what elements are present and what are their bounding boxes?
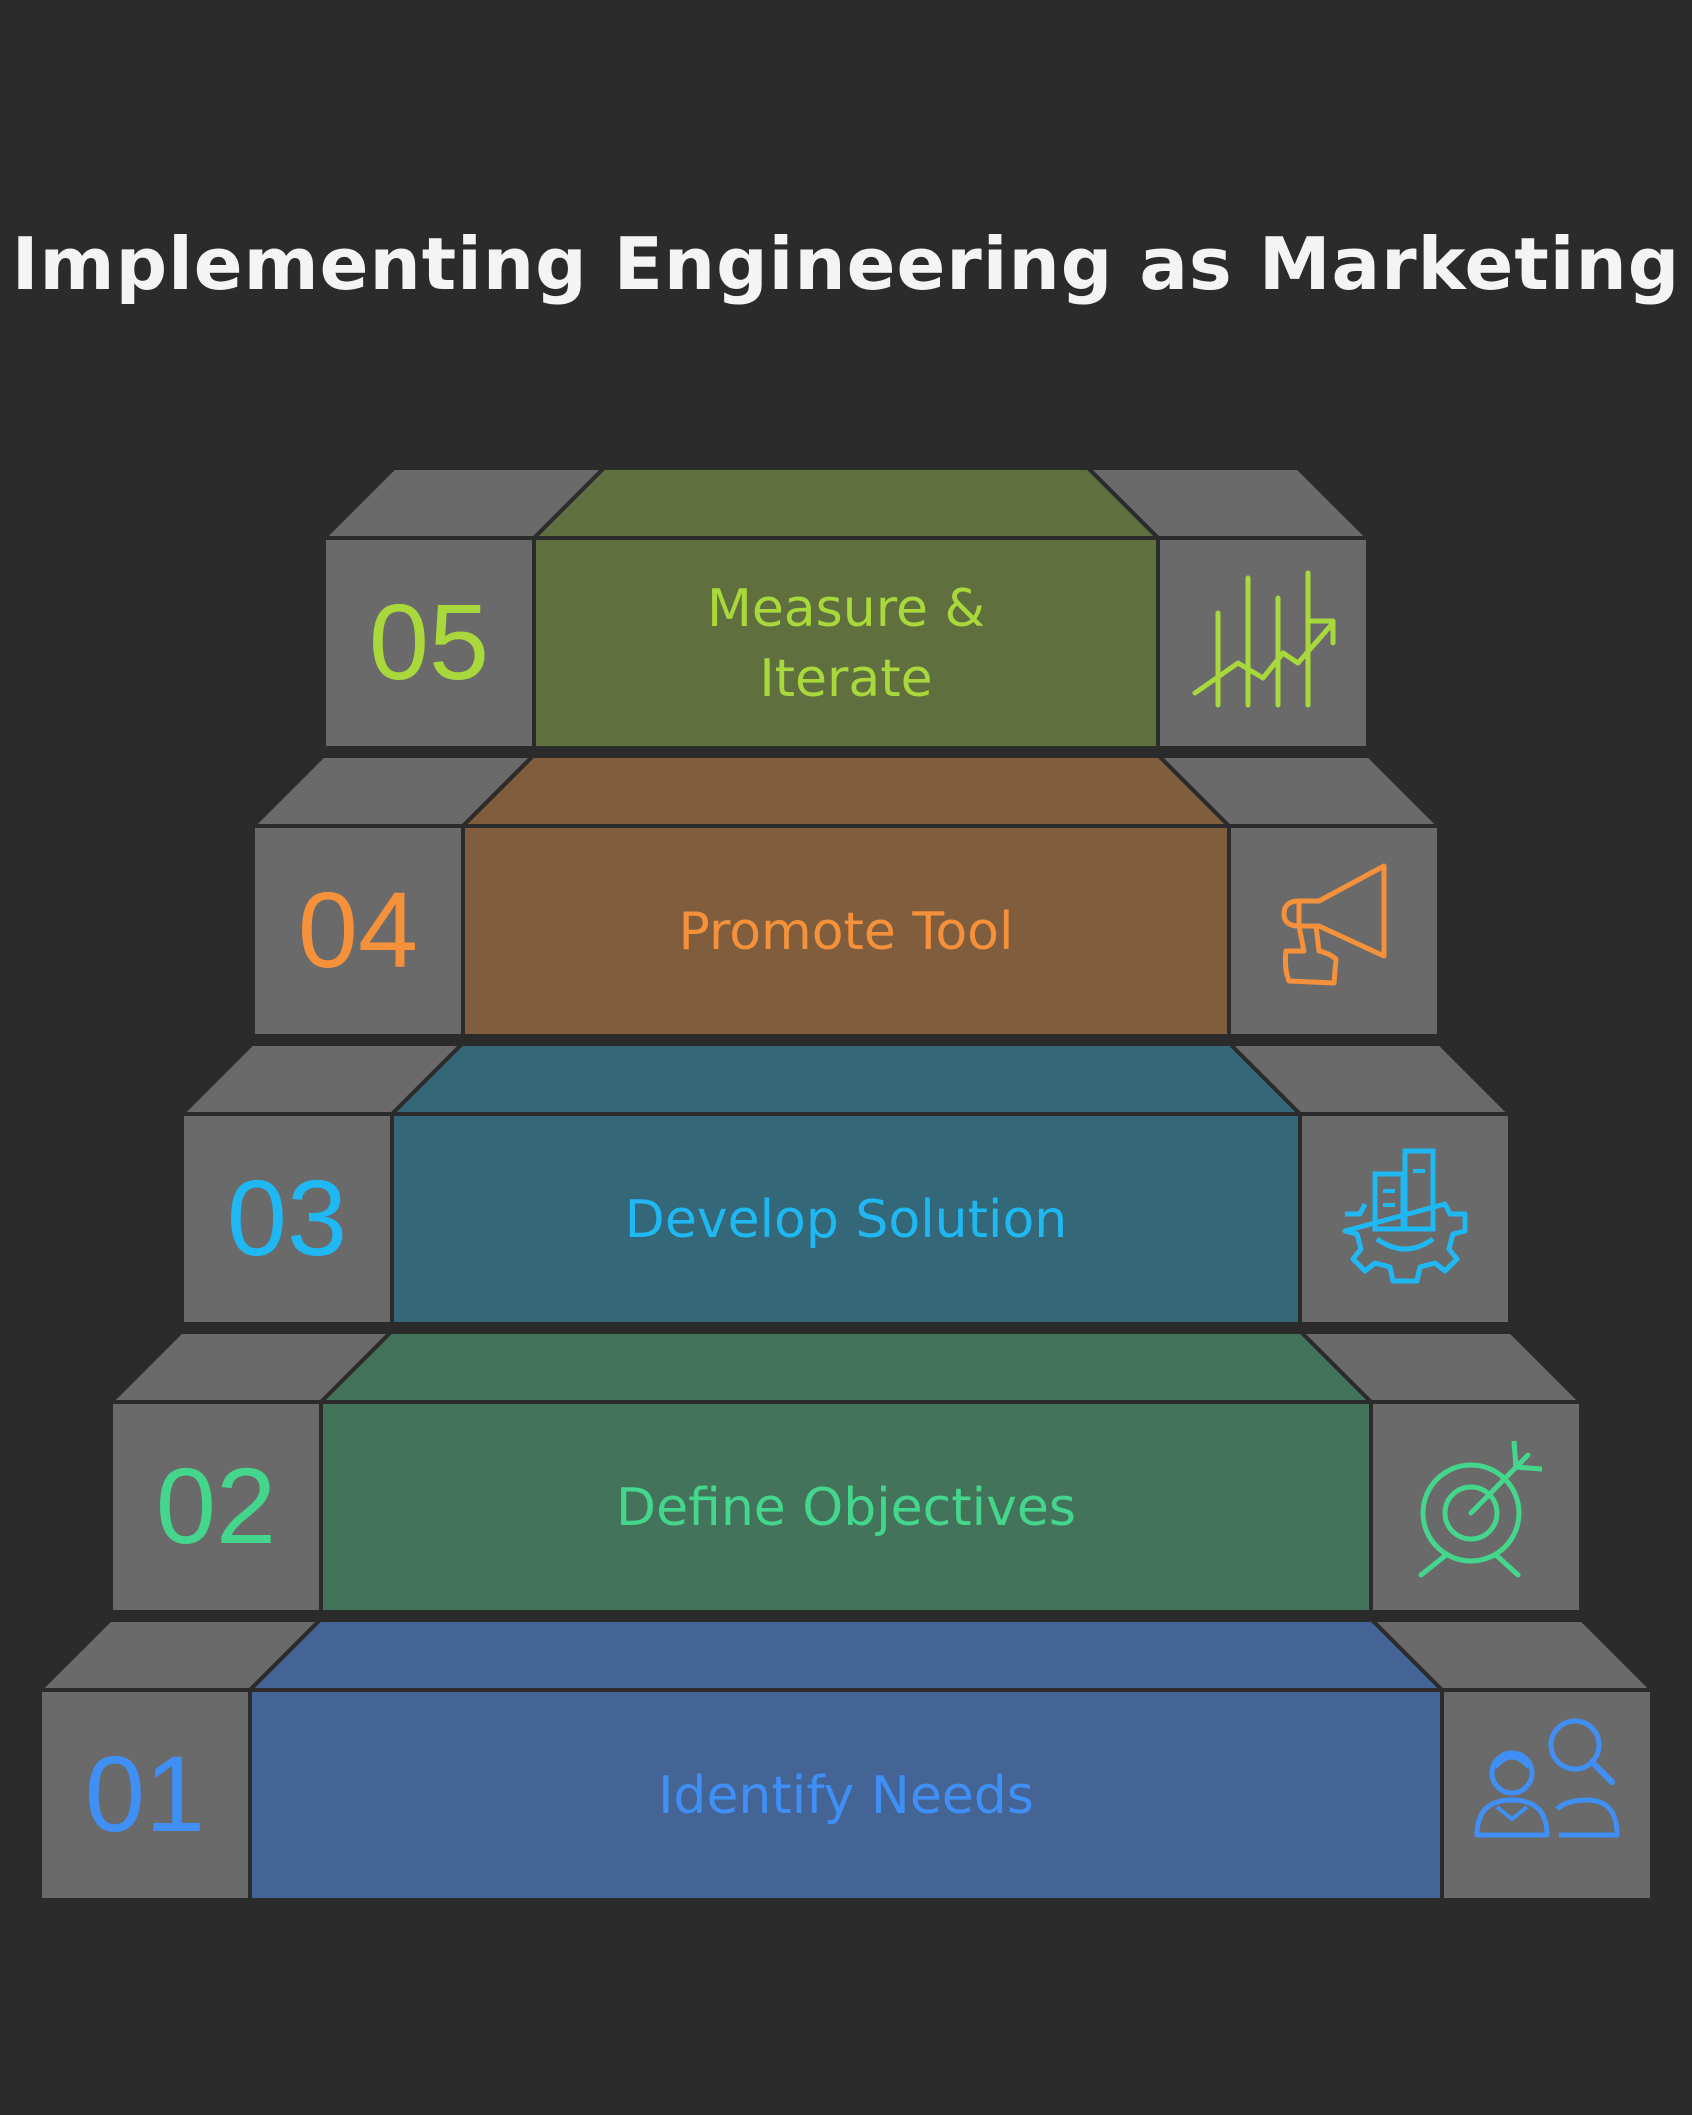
step-face <box>461 824 1231 1038</box>
step-number: 05 <box>369 581 489 702</box>
step-face <box>532 536 1160 750</box>
target-arrow-icon <box>1418 1440 1543 1578</box>
people-search-icon <box>1474 1718 1620 1838</box>
step-01: 01 Identify Needs <box>35 1618 1657 1902</box>
step-tread <box>458 754 1234 828</box>
step-tread <box>245 1618 1447 1692</box>
step-label: Develop Solution <box>625 1190 1067 1250</box>
step-number-box <box>251 824 465 1038</box>
step-label: Identify Needs <box>658 1766 1034 1826</box>
step-label: Iterate <box>759 649 932 709</box>
step-number: 01 <box>85 1733 205 1854</box>
megaphone-icon <box>1281 863 1387 986</box>
step-number-box <box>322 536 536 750</box>
step-tread <box>529 466 1163 540</box>
step-icon-box <box>1440 1688 1654 1902</box>
step-03: 03 Develop Solution <box>177 1042 1515 1326</box>
growth-chart-icon <box>1192 570 1336 708</box>
step-number-box <box>38 1688 252 1902</box>
step-number-box <box>180 1112 394 1326</box>
step-04: 04 Promote Tool <box>248 754 1444 1038</box>
step-number: 03 <box>227 1157 347 1278</box>
step-tread <box>387 1042 1305 1116</box>
step-tread <box>316 1330 1376 1404</box>
step-02: 02 Define Objectives <box>106 1330 1586 1614</box>
step-face <box>248 1688 1444 1902</box>
step-05: 05 Measure & Iterate <box>319 466 1373 750</box>
step-label: Define Objectives <box>616 1478 1076 1538</box>
step-face <box>319 1400 1373 1614</box>
step-number: 04 <box>298 869 418 990</box>
step-number: 02 <box>156 1445 276 1566</box>
step-label: Measure & <box>707 579 985 639</box>
step-label: Promote Tool <box>679 902 1014 962</box>
step-face <box>390 1112 1302 1326</box>
gear-building-icon <box>1342 1148 1468 1284</box>
diagram-title: Implementing Engineering as Marketing <box>11 222 1681 306</box>
step-icon-box <box>1156 536 1370 750</box>
